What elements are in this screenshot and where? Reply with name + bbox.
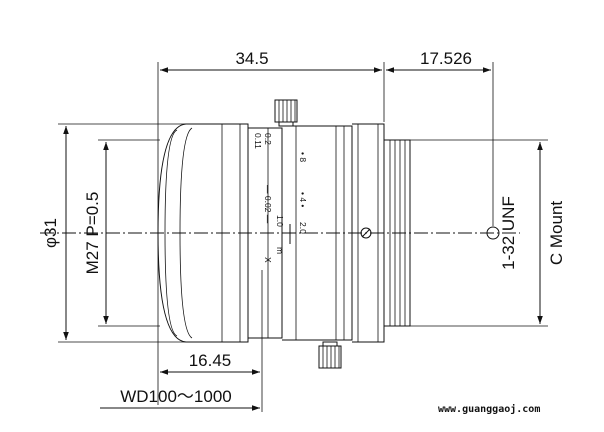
- svg-text:1.0: 1.0: [275, 215, 285, 227]
- flange-back-label: 17.526: [420, 49, 472, 68]
- focus-scale-bottom: — 0.02 — 1.0 m X: [263, 185, 285, 263]
- focus-scale-mid: • 8 • 4 • 2.0: [298, 152, 308, 234]
- focus-ring: [248, 127, 283, 339]
- svg-text:0.11: 0.11: [253, 133, 263, 149]
- bottom-locking-screw: [318, 341, 342, 369]
- top-locking-screw: [274, 99, 298, 127]
- svg-text:• 8: • 8: [298, 152, 308, 162]
- working-distance-label: WD100～1000: [120, 387, 232, 406]
- screw-head: [360, 227, 372, 239]
- watermark: www.guanggaoj.com: [438, 403, 540, 415]
- svg-text:— 0.02 —: — 0.02 —: [263, 185, 273, 224]
- iris-ring: [282, 125, 353, 341]
- mount-type-label: C Mount: [547, 201, 566, 266]
- svg-text:2.0: 2.0: [298, 222, 308, 234]
- focus-scale-top: 0.11 0.2: [253, 133, 273, 149]
- svg-text:0.2: 0.2: [263, 133, 273, 145]
- front-depth-label: 16.45: [189, 351, 232, 370]
- c-mount-thread: [384, 139, 411, 327]
- filter-thread-label: M27 P=0.5: [83, 192, 102, 275]
- mount-symbol: [486, 226, 500, 240]
- svg-text:X: X: [263, 257, 273, 263]
- mount-thread-label: 1-32 UNF: [499, 196, 518, 270]
- svg-text:m: m: [275, 247, 285, 254]
- diameter-label: φ31: [41, 218, 60, 248]
- rear-body: [352, 123, 385, 343]
- svg-text:• 4 •: • 4 •: [298, 192, 308, 207]
- overall-length-label: 34.5: [235, 49, 268, 68]
